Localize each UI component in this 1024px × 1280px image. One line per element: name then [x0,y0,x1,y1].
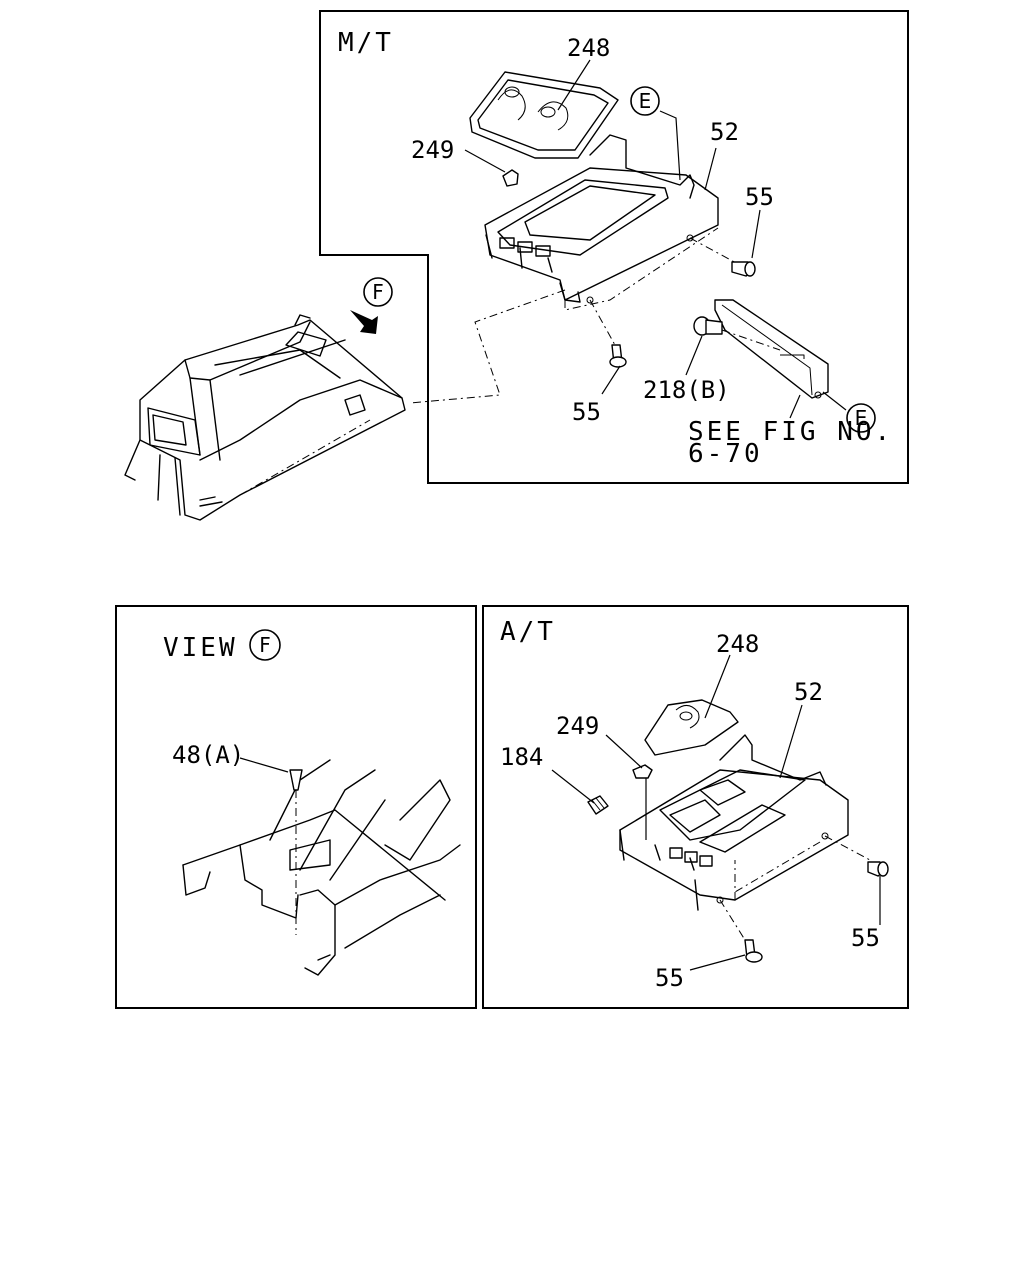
view-f-callout-48a: 48(A) [172,741,244,769]
at-callout-55-right: 55 [851,924,880,952]
view-f-panel-frame [115,605,477,1009]
mt-callout-218b: 218(B) [643,376,730,404]
console-overview: F [124,277,406,521]
mt-shift-boot [469,71,619,159]
mt-bolt-right [731,261,756,277]
mt-bracket [714,299,829,399]
at-callout-184: 184 [500,743,543,771]
mt-bolt-bracket [693,316,723,336]
mt-callout-55-bottom: 55 [572,398,601,426]
at-callout-55-bottom: 55 [655,964,684,992]
mt-callout-52: 52 [710,118,739,146]
mt-see-fig-line2: 6-70 [688,439,763,469]
mt-callout-248: 248 [567,34,610,62]
mt-callout-249: 249 [411,136,454,164]
svg-text:F: F [259,633,271,657]
mt-ref-circle-e-top: E [630,86,660,116]
view-f-bracket-drawing [182,759,461,976]
at-callout-249: 249 [556,712,599,740]
mt-clip [502,169,519,187]
svg-text:F: F [372,280,384,304]
mt-panel: M/T [319,10,909,484]
mt-panel-frame [319,10,909,484]
view-f-arrow-icon [350,310,378,334]
view-f-panel: VIEW F 48(A) [115,605,477,1009]
at-console-cover [619,734,871,941]
mt-bolt-bottom [609,344,627,368]
view-f-marker: F [363,277,393,307]
mt-callout-55-right: 55 [745,183,774,211]
at-panel: A/T [482,605,909,1009]
view-f-title: VIEW [163,633,238,663]
at-callout-248: 248 [716,630,759,658]
mt-panel-title: M/T [338,28,394,58]
at-clip [632,764,653,779]
at-bolt-bottom [744,939,763,963]
at-part-184 [587,795,609,815]
at-panel-title: A/T [500,617,556,647]
at-panel-frame [482,605,909,1009]
svg-text:E: E [855,406,868,430]
at-bolt-right [867,861,889,877]
view-f-title-circle: F [249,629,281,661]
at-callout-52: 52 [794,678,823,706]
at-shift-boot [644,699,739,756]
mt-see-fig-line1: SEE FIG NO. [688,417,893,447]
mt-console-cover [484,134,741,346]
mt-ref-circle-e-bottom: E [846,403,876,433]
svg-text:E: E [639,89,652,113]
